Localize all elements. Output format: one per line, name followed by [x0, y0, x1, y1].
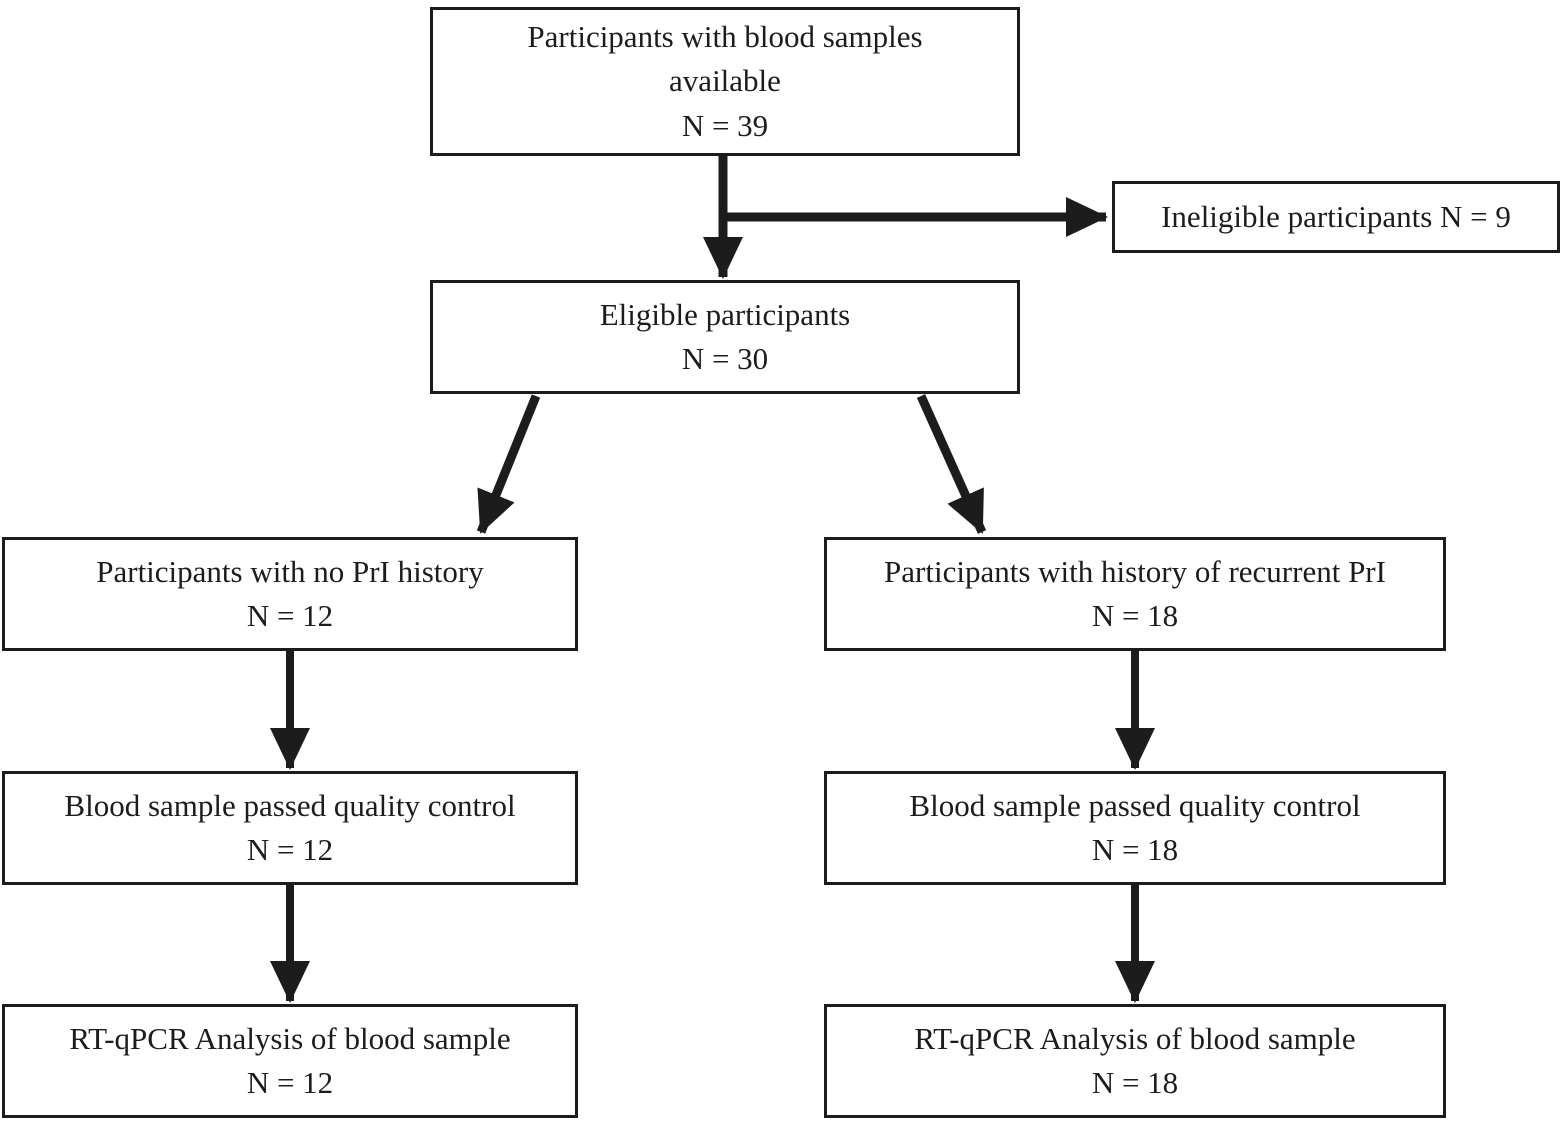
box-text-line: RT-qPCR Analysis of blood sample [69, 1020, 511, 1056]
box-no-pri-history: Participants with no PrI history N = 12 [2, 537, 578, 651]
box-recurrent-pri-history: Participants with history of recurrent P… [824, 537, 1446, 651]
box-text-line: Eligible participants [599, 296, 851, 332]
box-n-count: N = 12 [246, 1065, 334, 1100]
box-text-line: Blood sample passed quality control [64, 787, 516, 823]
box-n-count: N = 18 [1091, 832, 1179, 867]
box-participants-blood-samples: Participants with blood samples availabl… [430, 7, 1020, 156]
box-quality-control-right: Blood sample passed quality control N = … [824, 771, 1446, 885]
box-text-line: Participants with history of recurrent P… [884, 553, 1386, 589]
box-quality-control-left: Blood sample passed quality control N = … [2, 771, 578, 885]
box-ineligible-participants: Ineligible participants N = 9 [1112, 181, 1560, 253]
box-n-count: N = 12 [246, 832, 334, 867]
box-text-line: Participants with blood samples [527, 19, 923, 55]
arrow-eligible-to-recurrent-pri [916, 394, 987, 534]
box-text-line: RT-qPCR Analysis of blood sample [914, 1020, 1356, 1056]
box-n-count: N = 18 [1091, 598, 1179, 633]
box-text-line: Participants with no PrI history [96, 553, 484, 589]
box-rtqpcr-analysis-right: RT-qPCR Analysis of blood sample N = 18 [824, 1004, 1446, 1118]
box-n-count: N = 18 [1091, 1065, 1179, 1100]
box-n-count: N = 12 [246, 598, 334, 633]
box-n-count: N = 39 [681, 107, 769, 143]
box-rtqpcr-analysis-left: RT-qPCR Analysis of blood sample N = 12 [2, 1004, 578, 1118]
box-eligible-participants: Eligible participants N = 30 [430, 280, 1020, 394]
arrow-eligible-to-no-pri [476, 394, 541, 534]
box-text-line: Blood sample passed quality control [909, 787, 1361, 823]
box-n-count: N = 30 [681, 341, 769, 376]
box-text-line: available [669, 63, 781, 99]
box-text-line: Ineligible participants N = 9 [1161, 198, 1511, 234]
